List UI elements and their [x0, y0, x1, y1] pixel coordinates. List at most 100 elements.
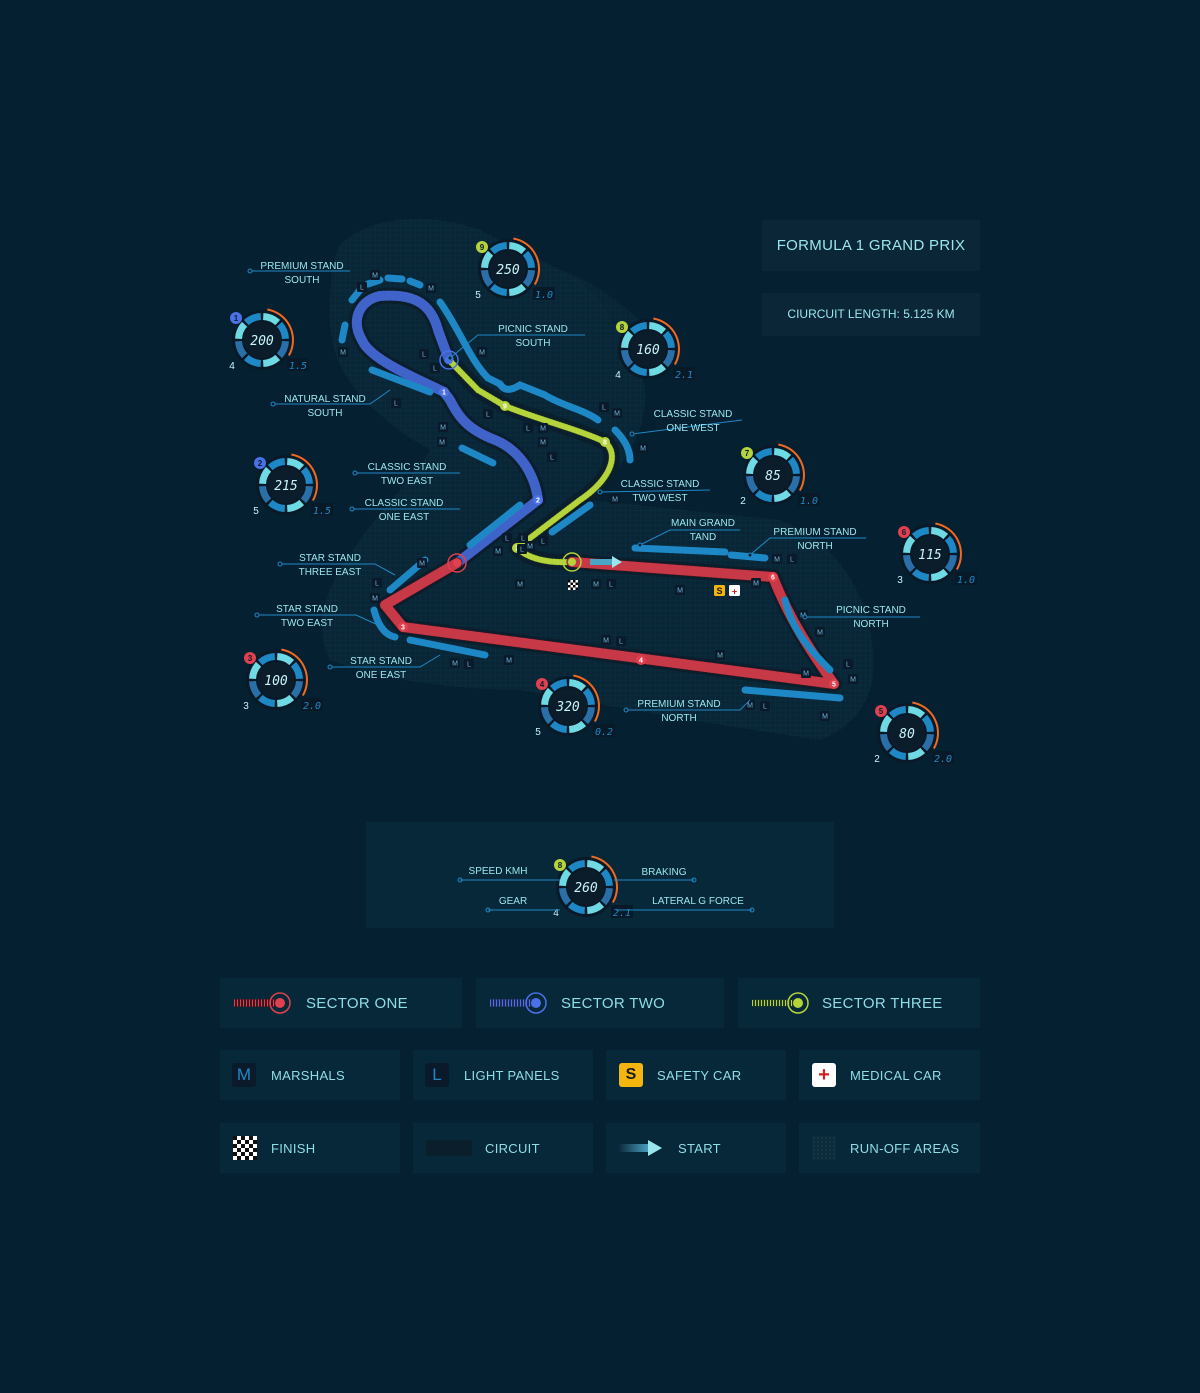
- gauge-corner-number: 4: [540, 680, 545, 689]
- stand-name-line2: ONE WEST: [666, 423, 719, 434]
- stand-name-line1: CLASSIC STAND: [368, 462, 447, 473]
- gauge-gear: 5: [253, 506, 259, 517]
- marshal-post-icon: M: [715, 650, 725, 660]
- gauge-segment: [509, 283, 527, 296]
- stand-name-line2: NORTH: [853, 619, 888, 630]
- svg-text:L: L: [521, 536, 525, 543]
- svg-text:M: M: [803, 671, 809, 678]
- svg-text:M: M: [603, 638, 609, 645]
- light-panel-icon: L: [502, 533, 512, 543]
- braking-arc: [573, 674, 600, 722]
- gauge-speed: 260: [574, 881, 598, 896]
- marshal-post-icon: M: [820, 711, 830, 721]
- gauge-segment: [587, 901, 605, 914]
- start-arrow-icon: [618, 1140, 662, 1156]
- svg-text:M: M: [506, 658, 512, 665]
- gauge-corner-number: 5: [879, 707, 884, 716]
- marshal-post-icon: M: [801, 668, 811, 678]
- leader-line: [626, 699, 751, 711]
- gauge-speed: 250: [496, 263, 520, 278]
- light-panel-icon: L: [372, 578, 382, 588]
- svg-text:L: L: [846, 662, 850, 669]
- gauge-segment: [243, 354, 261, 367]
- gauge-segment: [931, 527, 949, 540]
- legend-start-label: START: [678, 1140, 721, 1156]
- gauge-segment: [908, 706, 926, 719]
- gauge-g-force: 2.0: [934, 754, 952, 765]
- gauge-segment: [921, 714, 934, 732]
- gauge-segment: [888, 747, 906, 760]
- gauge-segment: [569, 679, 587, 692]
- gauge-segment: [600, 888, 613, 906]
- gauge-gear: 2: [740, 496, 746, 507]
- light-panel-icon: L: [464, 659, 474, 669]
- gauge-segment: [263, 313, 281, 326]
- gauge-segment: [903, 555, 916, 573]
- gauge-gear: 3: [897, 575, 903, 586]
- svg-text:L: L: [541, 539, 545, 546]
- gauge-segment: [249, 661, 262, 679]
- svg-text:M: M: [817, 630, 823, 637]
- svg-text:M: M: [372, 596, 378, 603]
- gauge-speed: 85: [765, 469, 781, 484]
- legend-light-panels-label: LIGHT PANELS: [464, 1067, 560, 1083]
- svg-text:M: M: [774, 557, 780, 564]
- marshal-post-icon: M: [538, 423, 548, 433]
- gauge-segment: [549, 679, 567, 692]
- race-title-card: FORMULA 1 GRAND PRIX: [762, 220, 980, 271]
- gauge-corner-number: 1: [234, 314, 239, 323]
- gauge-gear: 5: [535, 727, 541, 738]
- svg-text:M: M: [479, 350, 485, 357]
- gauge-g-force: 2.1: [675, 370, 693, 381]
- circuit-length: CIURCUIT LENGTH: 5.125 KM: [787, 307, 955, 321]
- marshal-post-icon: M: [772, 554, 782, 564]
- gauge-g-force: 0.2: [595, 727, 613, 738]
- gauge-segment: [787, 456, 800, 474]
- gauge-segment: [541, 707, 554, 725]
- gauge-segment: [522, 270, 535, 288]
- stand-name-line2: SOUTH: [308, 408, 343, 419]
- leader-dot: [352, 470, 358, 476]
- key-lateral-label: LATERAL G FORCE: [652, 896, 744, 907]
- gauge-segment: [277, 694, 295, 707]
- gauge-segment: [300, 486, 313, 504]
- svg-text:M: M: [822, 714, 828, 721]
- legend-medical-car-label: MEDICAL CAR: [850, 1067, 942, 1083]
- gauge-segment: [263, 354, 281, 367]
- stand-name-line2: ONE EAST: [356, 670, 407, 681]
- key-speed-label: SPEED KMH: [469, 866, 528, 877]
- sector-endpoints: [439, 350, 582, 573]
- svg-text:M: M: [495, 549, 501, 556]
- gauge-segment: [921, 734, 934, 752]
- svg-text:M: M: [850, 677, 856, 684]
- svg-text:M: M: [440, 425, 446, 432]
- svg-text:L: L: [433, 366, 437, 373]
- start-marker: [590, 556, 622, 568]
- stand-name-line2: SOUTH: [285, 275, 320, 286]
- sector-two-icon: [490, 992, 547, 1014]
- key-gear-label: GEAR: [499, 896, 527, 907]
- marshal-post-icon: M: [675, 585, 685, 595]
- light-panel-icon: L: [357, 282, 367, 292]
- finish-flag-icon: [233, 1136, 257, 1160]
- leader-dot: [277, 561, 283, 567]
- svg-text:M: M: [540, 426, 546, 433]
- svg-text:M: M: [428, 286, 434, 293]
- gauge-speed: 215: [274, 479, 298, 494]
- stand-name-line1: PICNIC STAND: [498, 324, 568, 335]
- legend-finish-label: FINISH: [271, 1140, 316, 1156]
- braking-arc: [267, 308, 294, 356]
- gauge-segment: [754, 489, 772, 502]
- gauge-segment: [600, 868, 613, 886]
- gauge-segment: [277, 653, 295, 666]
- stand-label-classic-stand-one-west: CLASSIC STAND ONE WEST: [629, 409, 743, 437]
- marshal-post-icon: M: [493, 546, 503, 556]
- stand-name-line1: CLASSIC STAND: [654, 409, 733, 420]
- svg-text:S: S: [716, 586, 722, 596]
